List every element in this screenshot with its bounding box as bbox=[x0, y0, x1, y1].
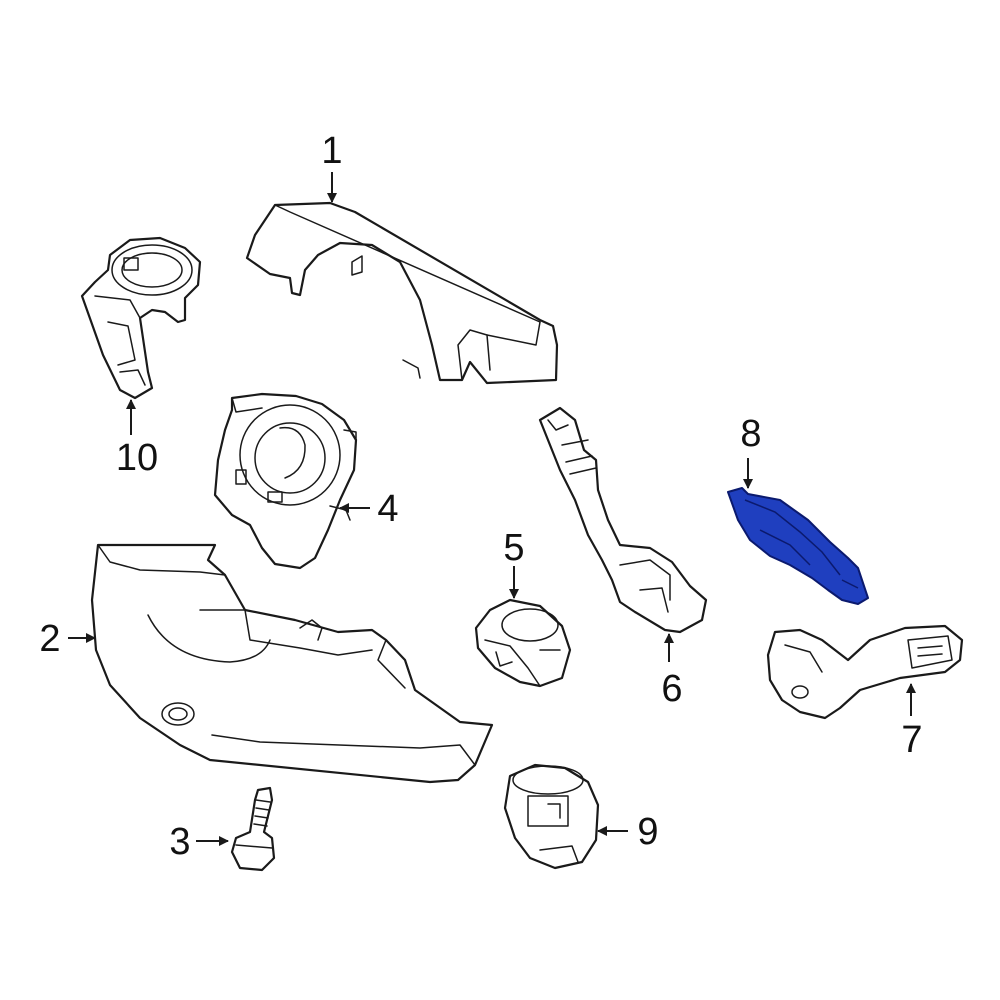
part-9-lock-housing[interactable] bbox=[503, 763, 600, 870]
callout-label-4[interactable]: 4 bbox=[377, 488, 398, 530]
part-5-ignition-switch[interactable] bbox=[474, 598, 572, 688]
callout-label-7[interactable]: 7 bbox=[901, 719, 922, 761]
callout-label-10[interactable]: 10 bbox=[116, 437, 158, 479]
part-6-wiper-switch[interactable] bbox=[538, 406, 708, 634]
callout-label-9[interactable]: 9 bbox=[637, 811, 658, 853]
part-10-bracket[interactable] bbox=[80, 236, 202, 400]
part-7-turn-signal-switch[interactable] bbox=[766, 624, 964, 720]
part-2-lower-shroud[interactable] bbox=[90, 543, 494, 784]
callout-arrows bbox=[68, 172, 916, 846]
callout-label-3[interactable]: 3 bbox=[169, 821, 190, 863]
callout-label-6[interactable]: 6 bbox=[661, 668, 682, 710]
callout-label-2[interactable]: 2 bbox=[39, 618, 60, 660]
callout-label-8[interactable]: 8 bbox=[740, 413, 761, 455]
callout-label-1[interactable]: 1 bbox=[321, 130, 342, 172]
part-4-clockspring[interactable] bbox=[213, 392, 358, 570]
part-3-bolt[interactable] bbox=[230, 786, 276, 872]
part-8-highlighted-module[interactable] bbox=[727, 487, 869, 605]
part-1-upper-shroud[interactable] bbox=[245, 201, 559, 385]
callout-label-5[interactable]: 5 bbox=[503, 527, 524, 569]
callout-labels: 1 2 3 4 5 6 7 8 9 10 bbox=[39, 130, 922, 863]
